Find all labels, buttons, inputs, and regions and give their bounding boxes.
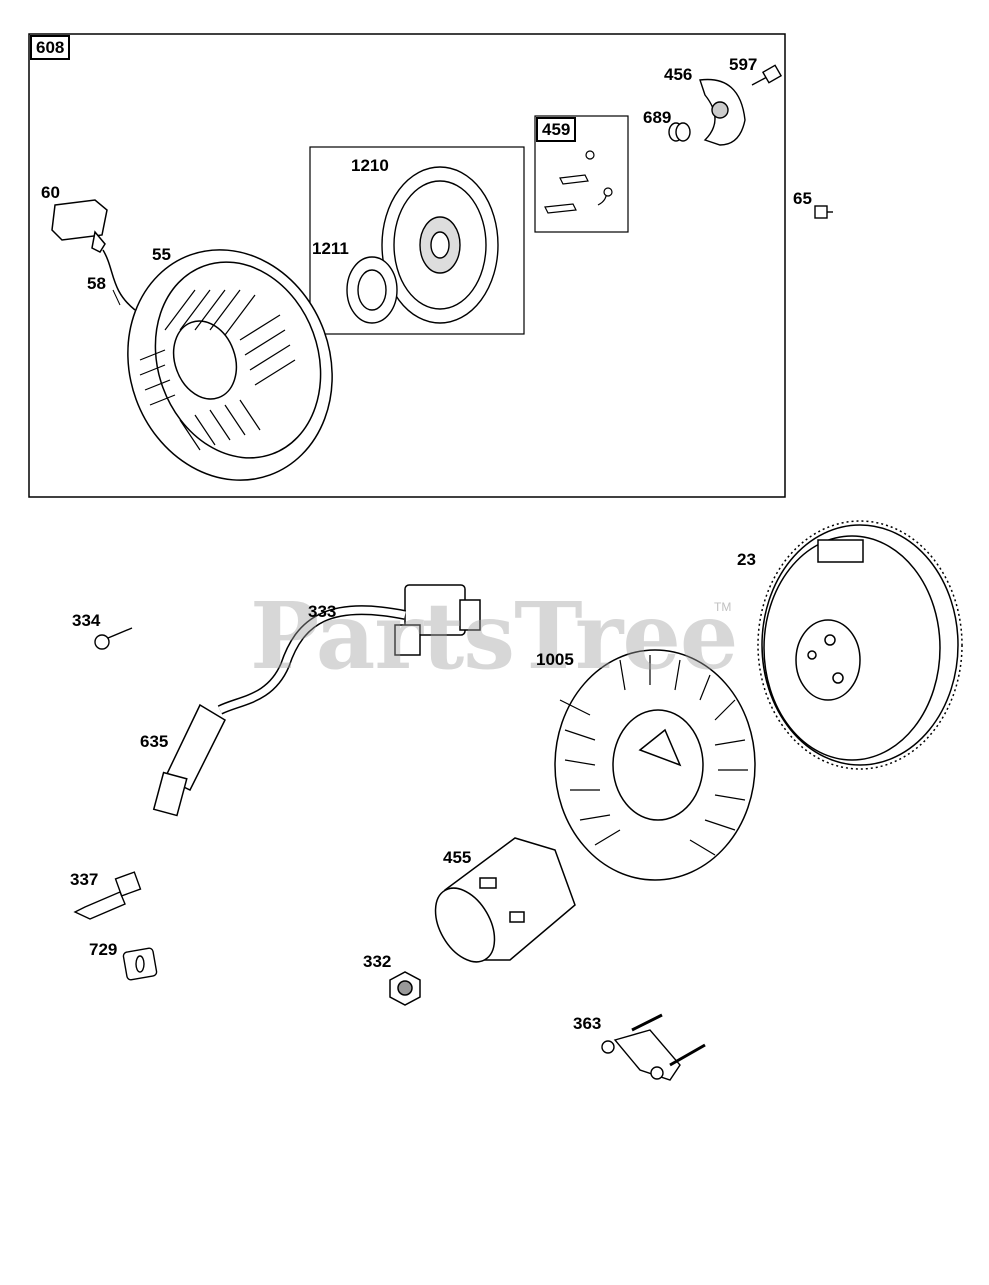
flywheel-23 bbox=[757, 520, 963, 770]
part-label-1210: 1210 bbox=[351, 156, 389, 175]
part-label-729: 729 bbox=[89, 940, 118, 959]
gap-tool-729 bbox=[122, 947, 158, 981]
part-label-333: 333 bbox=[308, 602, 337, 621]
part-label-363: 363 bbox=[573, 1014, 602, 1033]
part-label-23: 23 bbox=[737, 550, 756, 569]
part-label-1211: 1211 bbox=[312, 239, 349, 258]
box-label-459: 459 bbox=[536, 117, 577, 142]
bracket-363 bbox=[601, 1013, 706, 1081]
spark-plug-boot-635 bbox=[152, 703, 226, 817]
spring-1211 bbox=[346, 256, 398, 324]
pulley-1210 bbox=[381, 166, 499, 324]
ratchet-parts-459 bbox=[544, 150, 613, 214]
part-label-689: 689 bbox=[643, 108, 672, 127]
group-box-608 bbox=[28, 33, 786, 498]
spark-plug-337 bbox=[73, 871, 142, 920]
part-label-65: 65 bbox=[793, 189, 812, 208]
spring-689 bbox=[668, 122, 691, 142]
part-label-456: 456 bbox=[664, 65, 693, 84]
group-box-459 bbox=[534, 115, 629, 233]
bolt-597 bbox=[751, 64, 783, 86]
cup-455 bbox=[434, 837, 576, 963]
bolt-334 bbox=[94, 627, 133, 650]
part-label-455: 455 bbox=[443, 848, 472, 867]
part-label-332: 332 bbox=[363, 952, 392, 971]
part-label-58: 58 bbox=[87, 274, 106, 293]
part-label-635: 635 bbox=[140, 732, 169, 751]
group-box-pulley bbox=[309, 146, 525, 335]
starter-cup-456 bbox=[699, 78, 746, 146]
starter-handle-60 bbox=[51, 199, 108, 253]
watermark-tm: TM bbox=[714, 600, 732, 614]
part-label-1005: 1005 bbox=[536, 650, 574, 669]
bolt-65 bbox=[814, 205, 833, 219]
ignition-coil-333 bbox=[217, 584, 481, 715]
part-label-334: 334 bbox=[72, 611, 101, 630]
part-label-337: 337 bbox=[70, 870, 99, 889]
nut-332 bbox=[389, 971, 421, 1006]
part-label-55: 55 bbox=[152, 245, 171, 264]
starter-housing-55 bbox=[127, 249, 333, 481]
part-label-60: 60 bbox=[41, 183, 60, 202]
watermark: PartsTree bbox=[250, 582, 738, 690]
fan-1005 bbox=[554, 649, 756, 881]
box-label-608: 608 bbox=[30, 35, 71, 60]
part-label-597: 597 bbox=[729, 55, 758, 74]
leader-lines bbox=[112, 289, 121, 306]
starter-rope-58 bbox=[102, 249, 136, 311]
